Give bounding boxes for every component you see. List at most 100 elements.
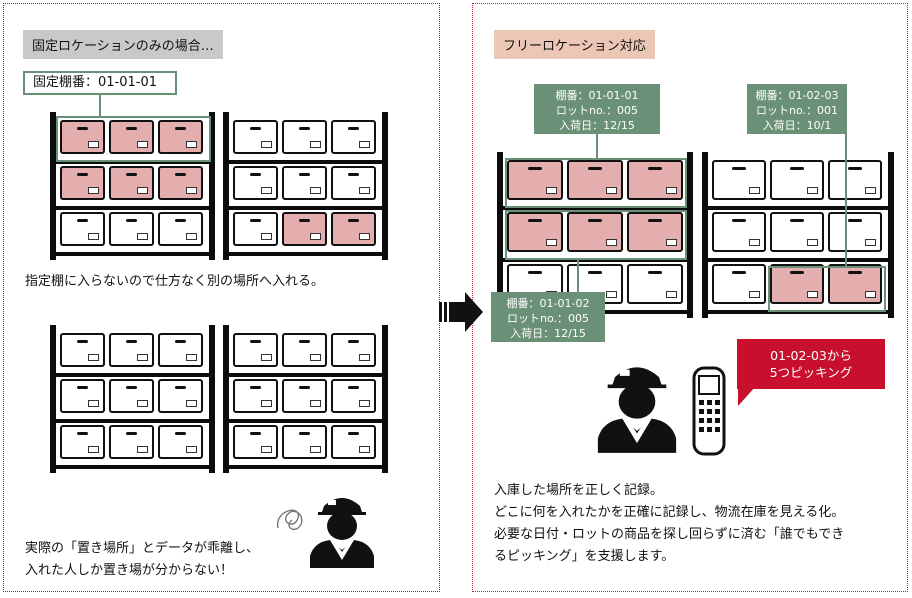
box-label: [749, 239, 760, 246]
shelf-tag-01-02-03: 棚番：01-02-03 ロットno.：001 入荷日：10/1: [747, 84, 847, 134]
shelf-post: [888, 152, 894, 318]
box-handle: [587, 219, 603, 222]
tag-a-leader: [596, 134, 598, 160]
shelf-post: [382, 325, 388, 473]
shelf-post: [209, 325, 215, 473]
callout-line-1: 01-02-03から: [770, 348, 852, 363]
fixed-location-highlight: [56, 116, 211, 162]
tag-shelf: 棚番：01-01-01: [555, 89, 639, 102]
cardboard-box-icon: [109, 379, 154, 413]
box-handle: [848, 271, 862, 274]
box-handle: [174, 127, 187, 130]
box-label: [359, 354, 370, 361]
shelf-board: [702, 258, 894, 262]
box-label: [359, 446, 370, 453]
cardboard-box-icon: [712, 212, 766, 252]
cardboard-box-icon: [158, 212, 203, 246]
right-text-3: 必要な日付・ロットの商品を探し回らずに済む「誰でもでき: [494, 527, 845, 542]
box-handle: [347, 127, 360, 130]
shelf-board: [50, 252, 215, 256]
box-label: [749, 291, 760, 298]
cardboard-box-icon: [331, 212, 376, 246]
shelf-unit: [223, 325, 388, 473]
box-handle: [249, 127, 262, 130]
cardboard-box-icon: [233, 379, 278, 413]
cardboard-box-icon: [233, 425, 278, 459]
shelf-board: [702, 310, 894, 314]
cardboard-box-icon: [109, 333, 154, 367]
box-label: [666, 291, 677, 298]
box-label: [186, 354, 197, 361]
box-handle: [76, 173, 89, 176]
shelf-post: [702, 152, 708, 318]
box-handle: [174, 173, 187, 176]
box-handle: [249, 386, 262, 389]
cardboard-box-icon: [712, 264, 766, 304]
cardboard-box-icon: [233, 120, 278, 154]
box-handle: [647, 167, 663, 170]
cardboard-box-icon: [233, 166, 278, 200]
box-label: [359, 400, 370, 407]
handheld-scanner-icon: [692, 366, 726, 456]
box-handle: [347, 432, 360, 435]
shelf-post: [50, 325, 56, 473]
box-label: [261, 400, 272, 407]
shelf-tag-01-01-01: 棚番：01-01-01 ロットno.：005 入荷日：12/15: [534, 84, 660, 134]
box-label: [88, 354, 99, 361]
cardboard-box-icon: [770, 264, 824, 304]
cardboard-box-icon: [109, 120, 154, 154]
shelf-board: [50, 465, 215, 469]
box-handle: [347, 386, 360, 389]
box-handle: [249, 432, 262, 435]
shelf-board: [223, 419, 388, 423]
box-handle: [732, 271, 746, 274]
box-handle: [249, 340, 262, 343]
box-handle: [125, 340, 138, 343]
box-handle: [527, 167, 543, 170]
box-label: [865, 291, 876, 298]
box-label: [359, 187, 370, 194]
box-label: [546, 187, 557, 194]
box-label: [310, 354, 321, 361]
tag-date: 入荷日：12/15: [510, 327, 586, 340]
free-location-highlight-2: [505, 210, 687, 260]
box-handle: [76, 386, 89, 389]
box-handle: [298, 386, 311, 389]
worker-icon: [597, 367, 677, 453]
left-middle-text: 指定棚に入らないので仕方なく別の場所へ入れる。: [25, 274, 325, 289]
worker-icon: [310, 498, 374, 568]
box-handle: [174, 219, 187, 222]
cardboard-box-icon: [109, 212, 154, 246]
cardboard-box-icon: [233, 333, 278, 367]
cardboard-box-icon: [282, 212, 327, 246]
cardboard-box-icon: [770, 212, 824, 252]
tag-date: 入荷日：12/15: [559, 119, 635, 132]
box-label: [88, 400, 99, 407]
cardboard-box-icon: [712, 160, 766, 200]
box-label: [186, 141, 197, 148]
cardboard-box-icon: [158, 333, 203, 367]
box-label: [359, 141, 370, 148]
tag-lot: ロットno.：001: [755, 104, 838, 117]
box-handle: [76, 432, 89, 435]
box-label: [865, 239, 876, 246]
box-handle: [347, 340, 360, 343]
cardboard-box-icon: [158, 425, 203, 459]
cardboard-box-icon: [331, 379, 376, 413]
cardboard-box-icon: [282, 333, 327, 367]
shelf-unit: [50, 325, 215, 473]
box-label: [261, 233, 272, 240]
shelf-board: [497, 258, 693, 262]
box-label: [137, 233, 148, 240]
box-label: [310, 187, 321, 194]
box-label: [186, 446, 197, 453]
arrow-right-icon: [439, 292, 483, 332]
box-handle: [174, 340, 187, 343]
box-label: [310, 141, 321, 148]
confusion-scribble-icon: [277, 509, 303, 530]
shelf-post: [223, 112, 229, 260]
cardboard-box-icon: [507, 212, 563, 252]
box-handle: [125, 432, 138, 435]
right-panel-free-location: [472, 3, 908, 592]
box-handle: [76, 219, 89, 222]
